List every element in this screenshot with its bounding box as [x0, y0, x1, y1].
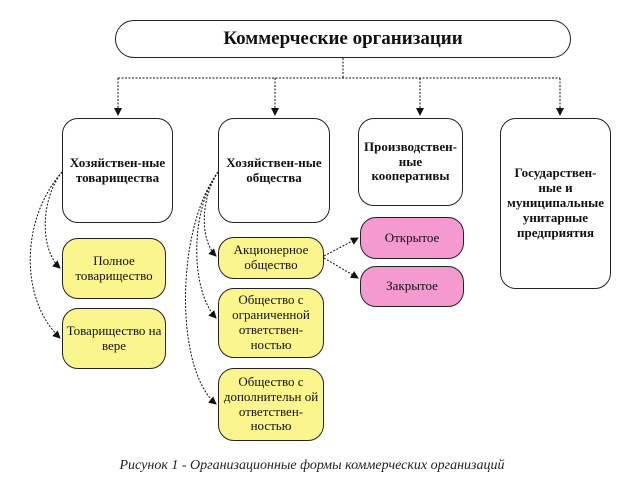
- open-jsc: Открытое: [360, 217, 464, 259]
- joint-stock-company: Акционерное общество: [218, 237, 324, 279]
- item-label: Общество с дополнительн ой ответствен-но…: [223, 373, 319, 434]
- additional-liability-company: Общество с дополнительн ой ответствен-но…: [218, 368, 324, 441]
- item-label: Общество с ограниченной ответствен-ность…: [232, 292, 310, 352]
- arrow-closed: [323, 257, 359, 279]
- item-label: Открытое: [384, 229, 440, 245]
- category-partnerships: Хозяйствен-ные товарищества: [62, 118, 173, 223]
- category-label: Хозяйствен-ные товарищества: [69, 154, 166, 185]
- category-cooperatives: Производствен-ные кооперативы: [358, 118, 463, 206]
- item-label: Акционерное общество: [233, 242, 309, 272]
- full-partnership: Полное товарищество: [62, 238, 166, 299]
- closed-jsc: Закрытое: [360, 266, 464, 307]
- title-text: Коммерческие организации: [223, 28, 463, 50]
- category-label: Производствен-ные кооперативы: [364, 138, 457, 184]
- arrow-alc: [185, 171, 219, 405]
- item-label: Закрытое: [386, 278, 438, 294]
- category-companies: Хозяйствен-ные общества: [218, 118, 330, 223]
- arrow-open: [323, 237, 359, 257]
- category-unitary: Государствен-ные и муниципальные унитарн…: [500, 118, 611, 289]
- title-box: Коммерческие организации: [115, 20, 571, 58]
- category-label: Хозяйствен-ные общества: [226, 154, 322, 185]
- category-label: Государствен-ные и муниципальные унитарн…: [507, 165, 604, 240]
- llc: Общество с ограниченной ответствен-ность…: [218, 288, 324, 358]
- item-label: Полное товарищество: [75, 252, 153, 283]
- arrow-llc: [196, 171, 219, 319]
- arrow-limited-partnership: [29, 171, 63, 339]
- item-label: Товарищество на вере: [66, 322, 162, 353]
- arrow-jsc: [203, 171, 219, 257]
- figure-caption: Рисунок 1 - Организационные формы коммер…: [119, 458, 505, 473]
- limited-partnership: Товарищество на вере: [62, 308, 166, 369]
- arrow-full-partnership: [44, 171, 63, 269]
